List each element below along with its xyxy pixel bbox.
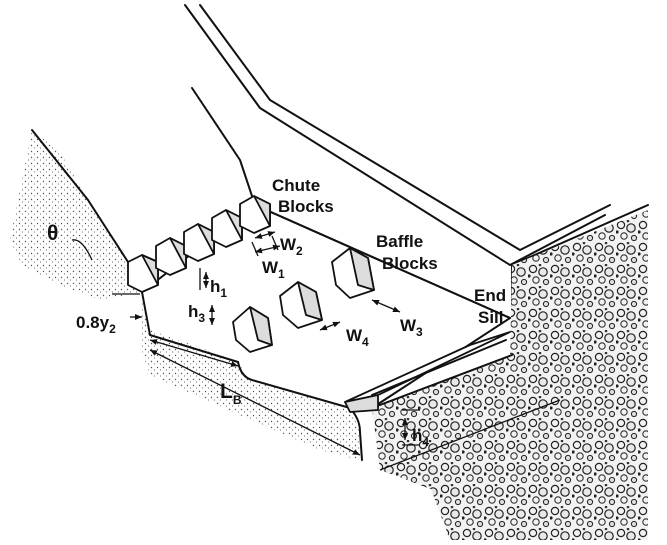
dimension-lines: [71, 231, 420, 456]
y2-label: 0.8y2: [76, 313, 116, 336]
end-sill: [344, 331, 511, 413]
chute-block: [211, 209, 243, 248]
lb-label: LB: [220, 380, 242, 407]
chute-blocks: [127, 195, 271, 293]
end-sill-label-line2: Sill: [478, 308, 504, 327]
chute-block: [155, 237, 187, 276]
theta-label: θ: [47, 222, 58, 245]
baffle-block: [232, 306, 273, 353]
gravel-fill: [371, 210, 648, 540]
end-sill-label-line1: End: [474, 286, 506, 305]
chute-block: [127, 254, 159, 293]
w3-label: W3: [400, 316, 423, 339]
chute-block: [183, 223, 215, 262]
chute-block: [239, 195, 271, 234]
h3-label: h3: [188, 302, 205, 325]
chute-blocks-label-line2: Blocks: [278, 197, 334, 216]
h1-label: h1: [210, 277, 227, 300]
baffle-blocks-label-line2: Blocks: [382, 254, 438, 273]
h4-label: h4: [412, 426, 429, 449]
w4-label: W4: [346, 326, 369, 349]
left-embankment: [10, 129, 143, 300]
baffle-block: [331, 247, 375, 299]
baffle-blocks: [232, 247, 375, 353]
baffle-blocks-label-line1: Baffle: [376, 232, 423, 251]
w1-label: W1: [262, 258, 285, 281]
labels: Chute Blocks Baffle Blocks End Sill θ 0.…: [47, 176, 506, 449]
w2-label: W2: [280, 235, 303, 258]
chute-blocks-label-line1: Chute: [272, 176, 320, 195]
baffle-block: [279, 281, 323, 329]
